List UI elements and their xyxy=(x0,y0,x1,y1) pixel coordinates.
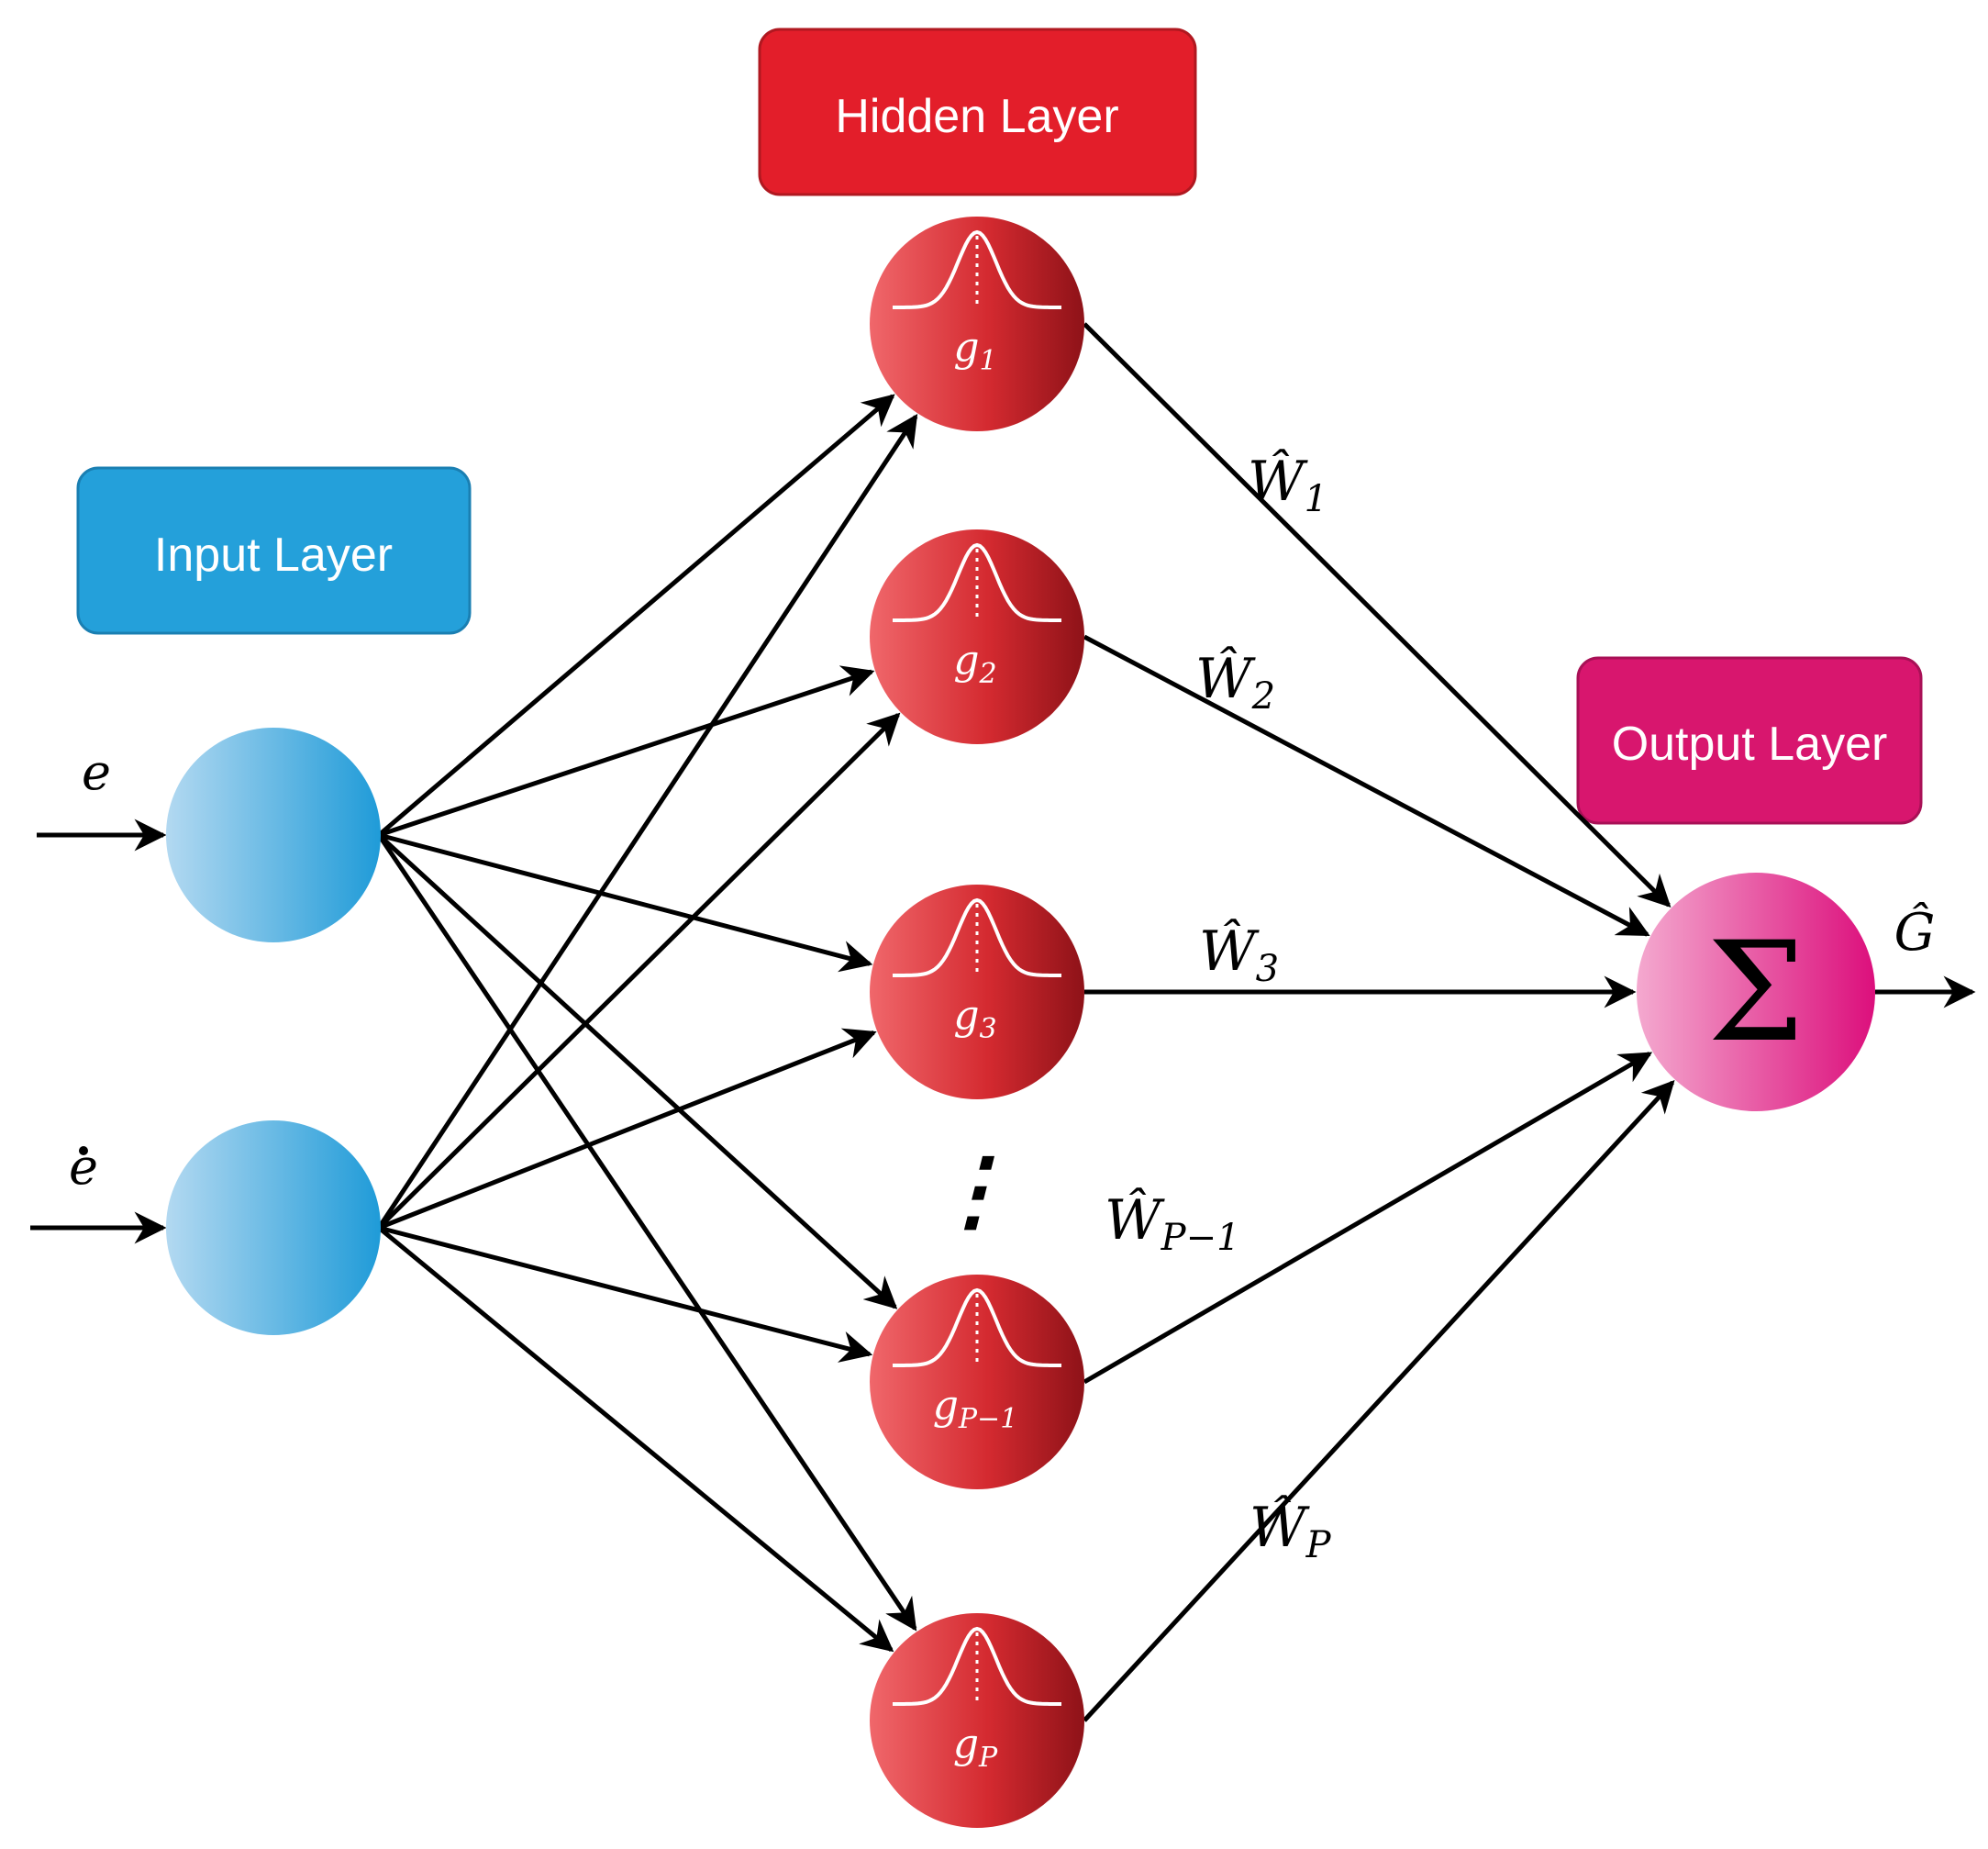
input-layer-box: Input Layer xyxy=(76,466,472,635)
edge-gP-1-to-output xyxy=(1083,1052,1653,1385)
edge-g1-to-output xyxy=(1083,322,1671,908)
hidden-node-circle xyxy=(870,529,1084,744)
input-edot-label-group: e xyxy=(69,1138,98,1196)
edge-e-to-g3 xyxy=(378,832,873,973)
hidden-node-circle xyxy=(870,217,1084,431)
edge-e-to-gP xyxy=(376,833,917,1632)
hidden-node-label: g2 xyxy=(953,637,996,690)
edge-g2-to-output xyxy=(1083,634,1650,937)
hidden-node-gP-1: gP−1 xyxy=(870,1275,1084,1489)
output-g-hat-label: Ĝ xyxy=(1894,901,1936,963)
edge-e-to-gP-1 xyxy=(377,833,898,1309)
edge-edot-to-g3 xyxy=(378,1028,877,1231)
hidden-node-circle xyxy=(870,1275,1084,1489)
hidden-node-g3: g3 xyxy=(870,885,1084,1099)
edge-e-to-g1 xyxy=(377,394,895,837)
input-node-edot xyxy=(166,1120,381,1335)
input-edot-label: e xyxy=(69,1138,98,1196)
gaussian-curve-icon xyxy=(893,897,1061,977)
weight-label-5: ŴP xyxy=(1249,1495,1332,1566)
hidden-node-gP: gP xyxy=(870,1613,1084,1828)
hidden-node-label: gP−1 xyxy=(933,1382,1018,1435)
output-node xyxy=(1637,873,1875,1111)
gaussian-curve-icon xyxy=(893,1626,1061,1706)
gaussian-curve-icon xyxy=(893,1287,1061,1367)
input-layer-label: Input Layer xyxy=(154,529,393,582)
hidden-node-circle xyxy=(870,885,1084,1099)
gaussian-curve-icon xyxy=(893,542,1061,622)
weight-label-4: ŴP−1 xyxy=(1105,1187,1240,1259)
hidden-node-label: g1 xyxy=(953,324,996,377)
hidden-node-label: gP xyxy=(953,1721,998,1774)
hidden-layer-box: Hidden Layer xyxy=(758,28,1197,196)
hidden-node-g1: g1 xyxy=(870,217,1084,431)
edge-edot-to-g2 xyxy=(377,712,901,1230)
ellipsis: ⋮ xyxy=(928,1138,1016,1242)
edge-e-to-g2 xyxy=(378,665,875,838)
edge-edot-to-gP-1 xyxy=(378,1225,873,1363)
edge-edot-to-g1 xyxy=(376,413,918,1230)
edge-edot-to-gP xyxy=(377,1226,894,1653)
input-e-label: e xyxy=(82,743,111,801)
hidden-node-g2: g2 xyxy=(870,529,1084,744)
time-derivative-dot xyxy=(79,1146,88,1155)
edge-gP-to-output xyxy=(1083,1079,1675,1722)
input-node-e xyxy=(166,728,381,942)
weight-label-3: Ŵ3 xyxy=(1199,919,1279,990)
weight-label-2: Ŵ2 xyxy=(1195,646,1275,718)
hidden-node-label: g3 xyxy=(953,992,996,1045)
gaussian-curve-icon xyxy=(893,229,1061,309)
summation-symbol: Σ xyxy=(1707,913,1805,1073)
hidden-nodes: g1 g2 g3 gP−1 gP xyxy=(870,217,1084,1828)
output-layer-box: Output Layer xyxy=(1576,656,1923,825)
weight-label-1: Ŵ1 xyxy=(1248,449,1327,520)
hidden-layer-label: Hidden Layer xyxy=(835,90,1118,143)
hidden-node-circle xyxy=(870,1613,1084,1828)
hidden-to-output-edges xyxy=(1083,322,1675,1722)
input-to-hidden-edges xyxy=(376,394,918,1653)
output-layer-label: Output Layer xyxy=(1612,718,1888,771)
